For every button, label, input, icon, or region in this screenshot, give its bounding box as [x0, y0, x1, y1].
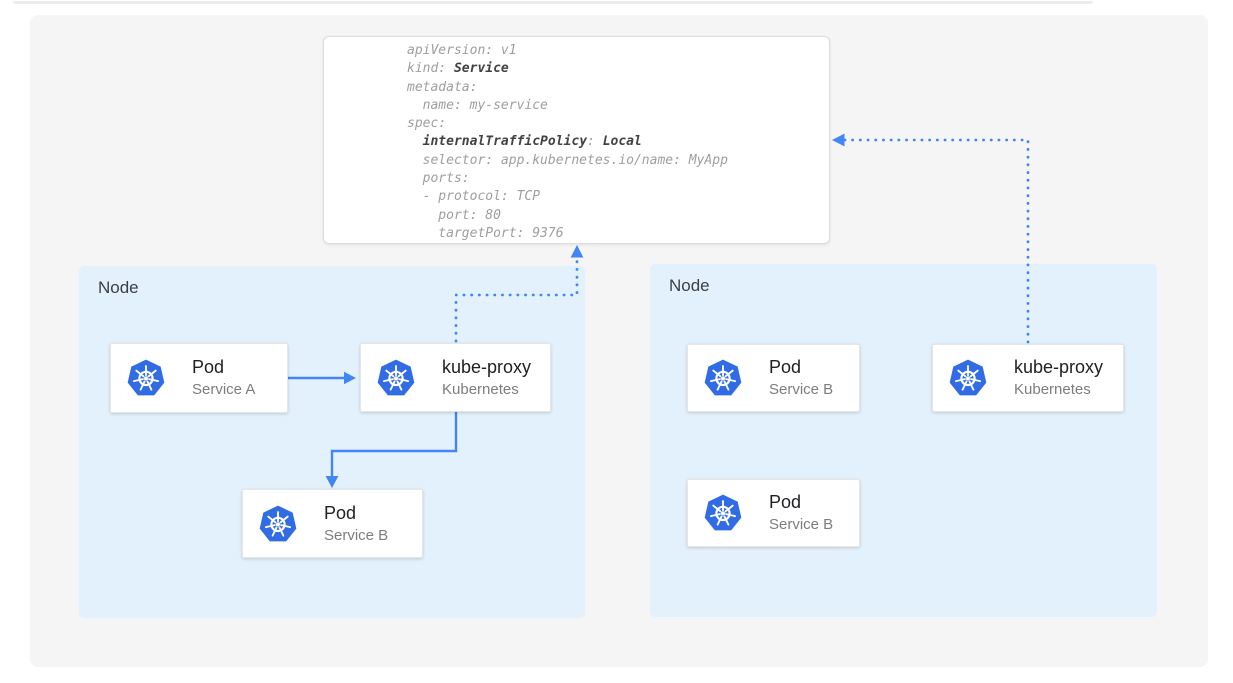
box-subtitle: Service B: [769, 381, 834, 398]
box-subtitle: Service B: [324, 526, 389, 544]
node-left: Node: [79, 266, 585, 618]
box-title: kube-proxy: [1014, 357, 1104, 377]
box-title: Pod: [769, 492, 802, 512]
kubernetes-icon: [948, 358, 988, 398]
node-right-label: Node: [669, 276, 710, 295]
box-subtitle: Service A: [192, 381, 256, 398]
box-title: Pod: [769, 357, 802, 377]
box-title: Pod: [324, 502, 357, 523]
pod-service-b-right-bottom-box: Pod Service B: [687, 479, 860, 547]
pod-service-b-right-top-box: Pod Service B: [687, 344, 860, 412]
top-divider-line: [13, 1, 1093, 4]
box-title: Pod: [192, 357, 225, 377]
kube-proxy-left-box: kube-proxy Kubernetes: [360, 343, 551, 412]
box-subtitle: Kubernetes: [442, 380, 519, 398]
box-title: kube-proxy: [442, 356, 532, 377]
box-subtitle: Kubernetes: [1014, 381, 1091, 398]
service-yaml-card: apiVersion: v1 kind: Service metadata: n…: [323, 36, 830, 244]
node-right: Node: [650, 264, 1157, 617]
box-subtitle: Service B: [769, 516, 834, 533]
pod-service-b-left-box: Pod Service B: [242, 489, 423, 558]
kube-proxy-right-box: kube-proxy Kubernetes: [932, 344, 1124, 412]
yaml-code: apiVersion: v1 kind: Service metadata: n…: [407, 43, 728, 241]
pod-service-a-box: Pod Service A: [110, 343, 288, 413]
kubernetes-icon: [376, 358, 416, 398]
node-left-label: Node: [98, 278, 139, 297]
kubernetes-icon: [703, 358, 743, 398]
kubernetes-icon: [258, 504, 298, 544]
kubernetes-icon: [126, 358, 166, 398]
kubernetes-icon: [703, 493, 743, 533]
